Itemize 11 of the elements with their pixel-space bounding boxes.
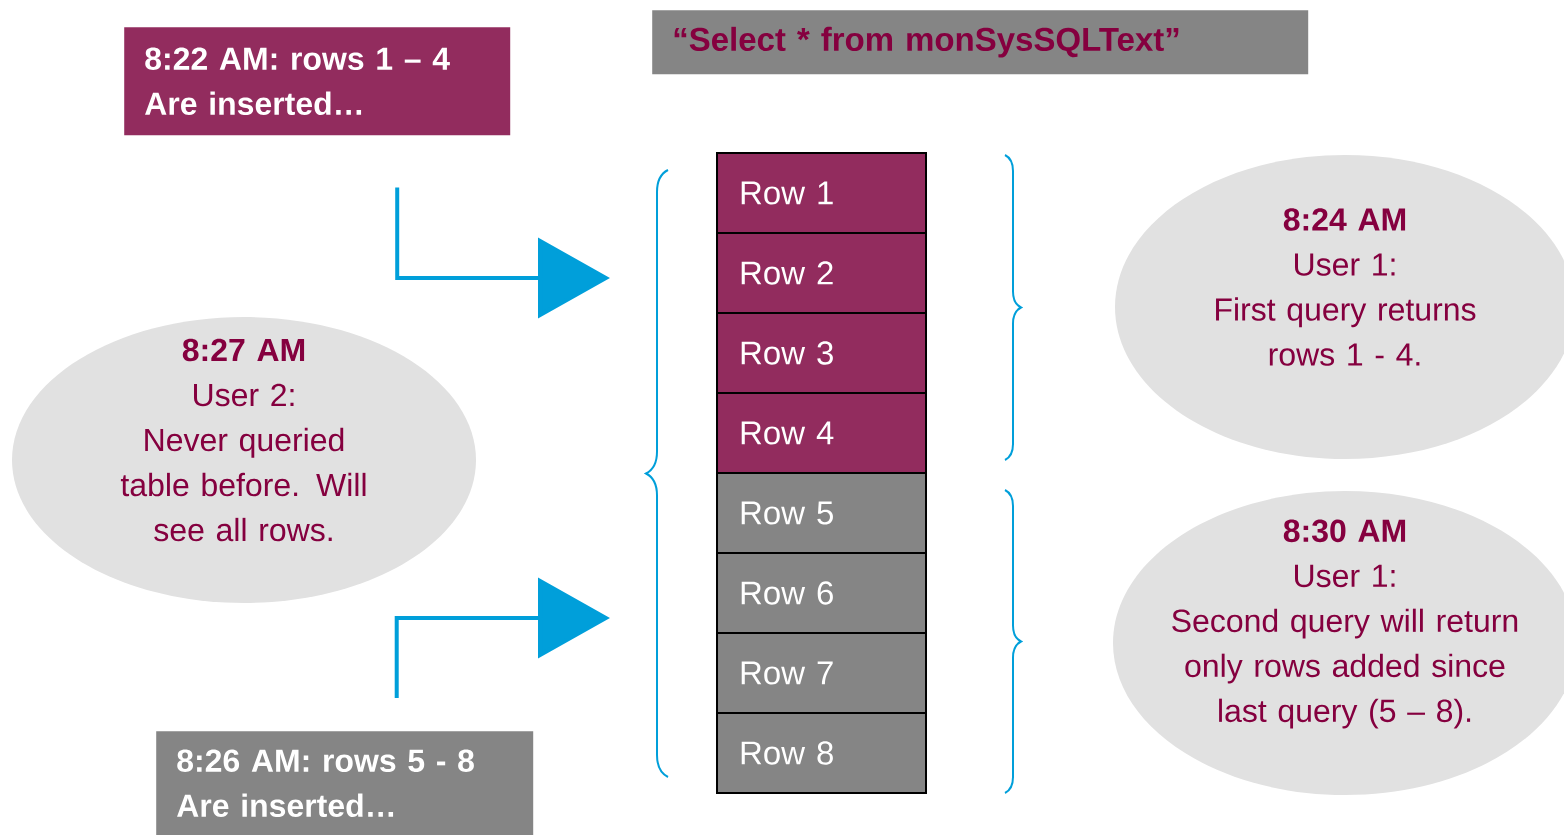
table-row: Row 3 bbox=[716, 312, 927, 394]
table-row: Row 5 bbox=[716, 472, 927, 554]
table-row: Row 7 bbox=[716, 632, 927, 714]
table-row: Row 2 bbox=[716, 232, 927, 314]
table-row: Row 1 bbox=[716, 152, 927, 234]
table-row: Row 8 bbox=[716, 712, 927, 794]
table-row: Row 6 bbox=[716, 552, 927, 634]
table-row: Row 4 bbox=[716, 392, 927, 474]
event-box: 8:26 AM: rows 5 - 8 Are inserted… bbox=[156, 731, 534, 835]
event-box: 8:22 AM: rows 1 – 4 Are inserted… bbox=[124, 27, 511, 136]
query-box: “Select * from monSysSQLText” bbox=[652, 10, 1309, 75]
